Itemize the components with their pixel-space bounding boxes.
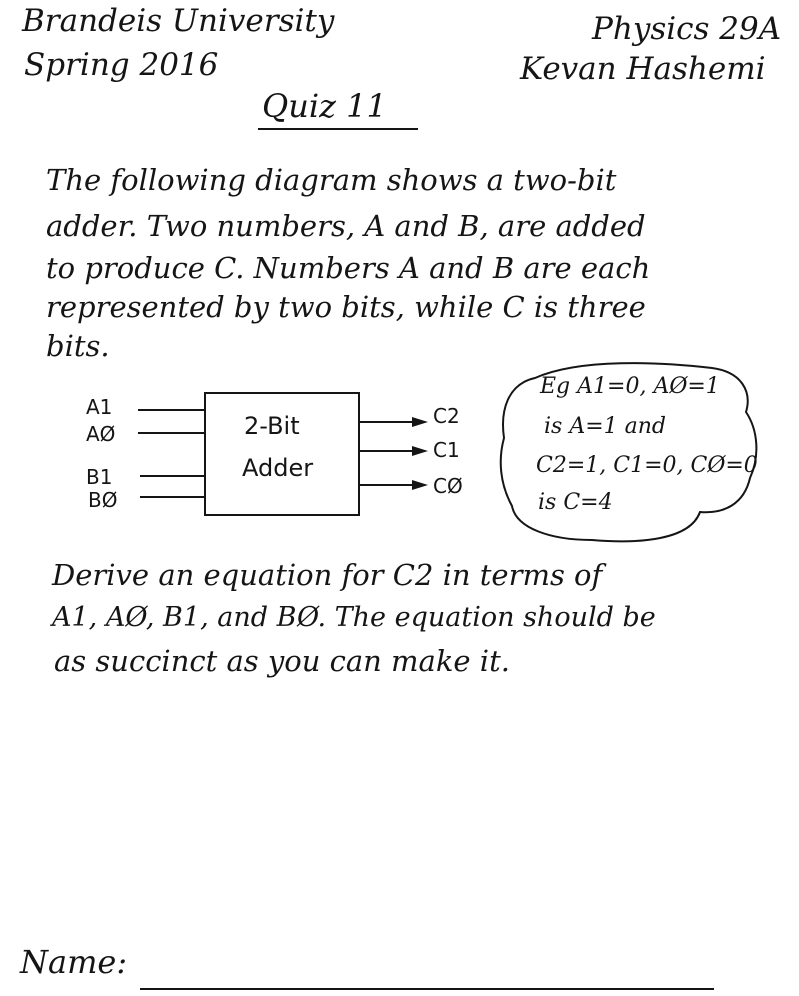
name-label: Name: (20, 943, 128, 981)
note-line-2: is A=1 and (544, 414, 666, 439)
university-name: Brandeis University (22, 3, 335, 39)
intro-line-1: The following diagram shows a two-bit (46, 163, 617, 197)
quiz-title: Quiz 11 (262, 87, 387, 125)
intro-line-2: adder. Two numbers, A and B, are added (46, 209, 646, 243)
intro-line-4: represented by two bits, while C is thre… (46, 290, 646, 324)
note-line-3: C2=1, C1=0, CØ=0 (536, 453, 758, 478)
note-cloud (499, 362, 758, 543)
name-line[interactable] (140, 988, 714, 990)
output-arrow-c0 (412, 480, 428, 490)
intro-line-3: to produce C. Numbers A and B are each (46, 251, 651, 285)
output-arrow-c1 (412, 446, 428, 456)
output-label-c2: C2 (433, 404, 460, 428)
block-label-2bit: 2-Bit (244, 412, 300, 440)
question-line-2: A1, AØ, B1, and BØ. The equation should … (52, 602, 656, 633)
input-label-a0: AØ (86, 422, 116, 446)
course-name: Physics 29A (592, 11, 782, 47)
question-line-1: Derive an equation for C2 in terms of (52, 558, 603, 592)
quiz-title-underline (258, 128, 418, 130)
instructor-name: Kevan Hashemi (520, 51, 766, 87)
intro-line-5: bits. (46, 329, 110, 363)
output-arrow-c2 (412, 417, 428, 427)
output-label-c1: C1 (433, 438, 460, 462)
input-label-b0: BØ (88, 488, 118, 512)
output-label-c0: CØ (433, 474, 463, 498)
input-label-b1: B1 (86, 465, 113, 489)
term: Spring 2016 (24, 47, 219, 83)
block-label-adder: Adder (242, 454, 314, 482)
question-line-3: as succinct as you can make it. (54, 644, 510, 678)
input-label-a1: A1 (86, 395, 113, 419)
note-line-1: Eg A1=0, AØ=1 (540, 374, 720, 399)
adder-block (204, 392, 360, 516)
note-line-4: is C=4 (538, 490, 613, 515)
